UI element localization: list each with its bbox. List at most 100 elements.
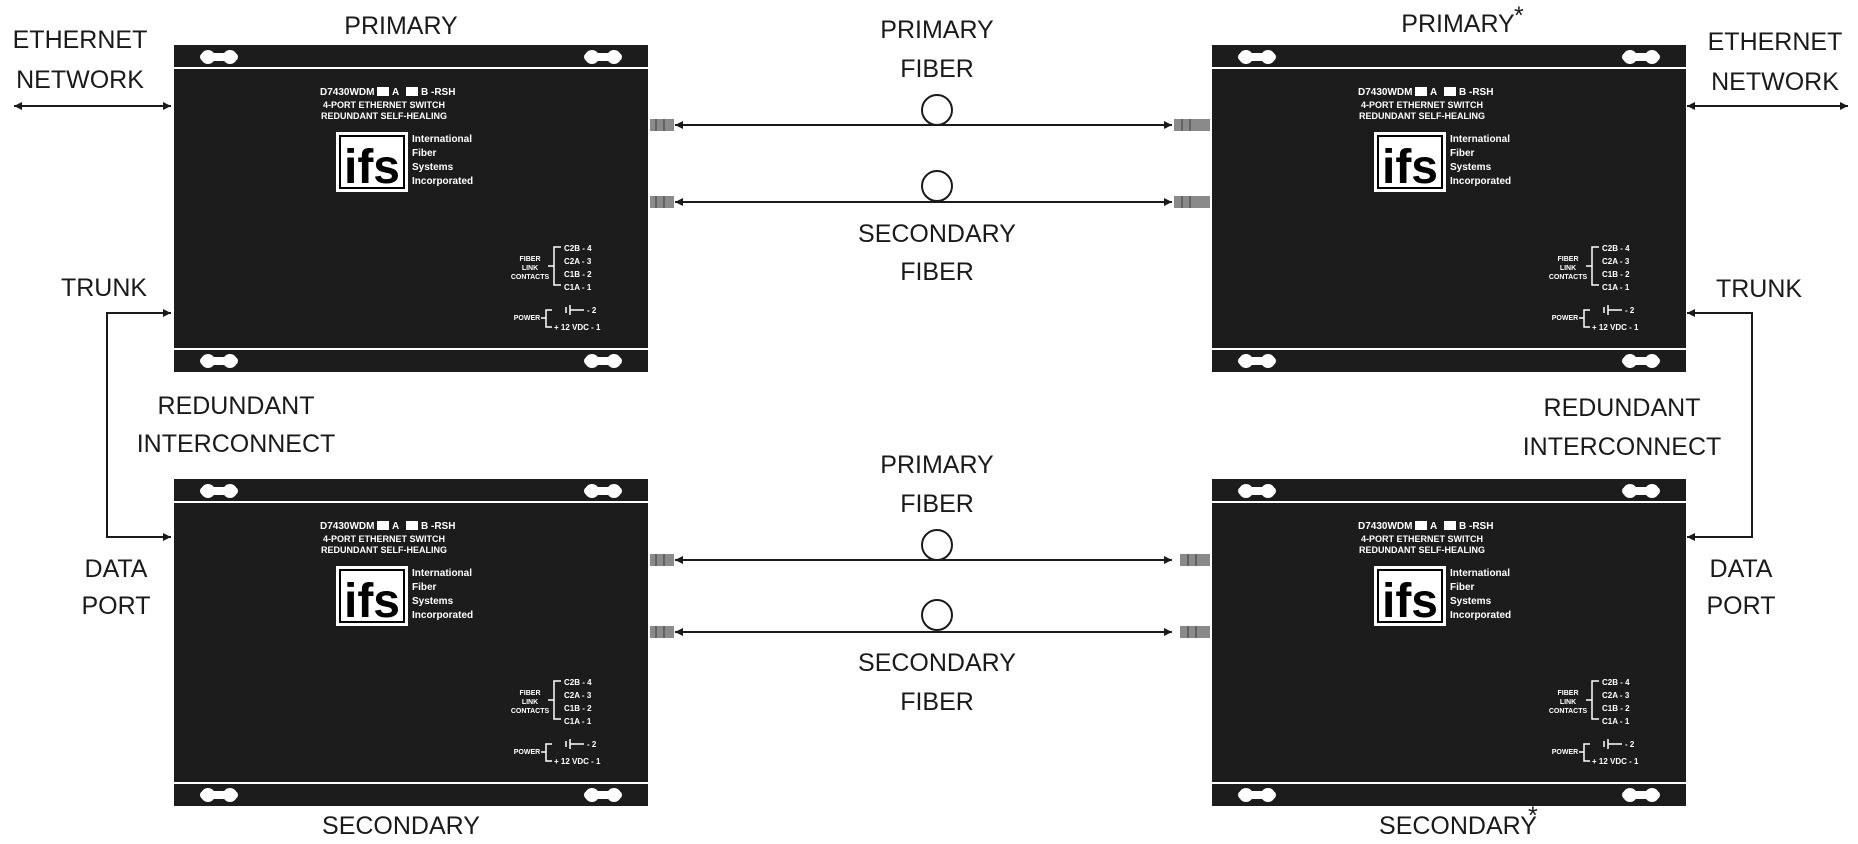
bottom-secondary-fiber-coil [921,599,953,631]
right-interconnect-label: INTERCONNECT [1523,433,1722,461]
contact-label: C1B - 2 [564,704,592,713]
top-left-title: PRIMARY [344,12,458,40]
top-primary-fiber-label: PRIMARY [880,16,994,44]
right-redundant-label: REDUNDANT [1544,394,1701,422]
variant-b-label: B -RSH [1459,521,1493,532]
company-name-line: International [1450,568,1510,579]
company-name-line: International [412,568,472,579]
mounting-hole [1645,484,1659,498]
device-description: 4-PORT ETHERNET SWITCH [323,534,445,544]
device-subtitle: REDUNDANT SELF-HEALING [1359,545,1485,555]
left-interconnect-label: INTERCONNECT [137,430,336,458]
power-label: POWER [514,749,540,756]
top-primary-fiber-coil [921,94,953,126]
fiber-link-label: FIBER [1558,690,1579,697]
company-name-line: Systems [412,596,454,607]
ifs-logo-text: ifs [344,575,400,628]
company-name-line: Systems [412,162,454,173]
right-data-label: DATA [1710,555,1773,583]
fiber-link-label: FIBER [1558,256,1579,263]
device-subtitle: REDUNDANT SELF-HEALING [321,545,447,555]
fiber-link-label: CONTACTS [511,708,550,715]
variant-b-box [1444,87,1456,96]
left-network-label: NETWORK [16,66,144,94]
bottom-right-title: SECONDARY [1379,812,1537,840]
company-name-line: International [412,134,472,145]
mounting-hole [607,50,621,64]
top-right-asterisk: * [1514,2,1524,30]
company-name-line: Incorporated [412,610,473,621]
mounting-hole [201,50,215,64]
fiber-link-label: FIBER [520,690,541,697]
contact-label: C2B - 4 [1602,678,1630,687]
connector-bottom-right-primary [1180,554,1210,566]
fiber-link-label: LINK [522,699,538,706]
connector-bottom-left-primary [650,554,674,566]
top-primary-fiber-label-2: FIBER [900,55,974,83]
mounting-hole [1239,50,1253,64]
connector-top-right-secondary [1174,196,1210,208]
top-secondary-fiber-label: SECONDARY [858,220,1016,248]
contacts-bracket [1586,246,1599,286]
connector-bottom-left-secondary [650,626,674,638]
connector-top-left-primary [650,119,674,131]
mounting-hole [201,788,215,802]
device-description: 4-PORT ETHERNET SWITCH [323,100,445,110]
ifs-logo-frame [336,132,408,192]
device-body [1212,479,1686,806]
mounting-hole [201,354,215,368]
ground-symbol-icon [1603,305,1622,315]
contact-label: C1B - 2 [564,270,592,279]
variant-a-label: A [392,87,399,98]
mounting-hole [201,484,215,498]
variant-a-box [377,87,389,96]
mounting-hole [1261,50,1275,64]
connector-top-right-primary [1174,119,1210,131]
device-subtitle: REDUNDANT SELF-HEALING [321,111,447,121]
company-name-line: Fiber [412,582,437,593]
contact-label: C2A - 3 [564,691,592,700]
left-data-label: DATA [85,555,148,583]
right-network-label: NETWORK [1711,68,1839,96]
mounting-hole [1261,484,1275,498]
mounting-hole [585,484,599,498]
power-ground-label: - 2 [1625,306,1635,315]
company-name-line: Systems [1450,596,1492,607]
fiber-link-label: FIBER [520,256,541,263]
contacts-bracket [1586,680,1599,720]
variant-a-box [1415,87,1427,96]
variant-b-label: B -RSH [421,521,455,532]
ifs-logo-frame [1374,132,1446,192]
ifs-logo-frame [336,566,408,626]
device-description: 4-PORT ETHERNET SWITCH [1361,100,1483,110]
fiber-link-label: LINK [522,265,538,272]
variant-a-label: A [392,521,399,532]
contact-label: C2A - 3 [1602,691,1630,700]
left-port-label: PORT [82,592,151,620]
mounting-hole [1239,484,1253,498]
variant-b-box [406,87,418,96]
mounting-hole [1239,354,1253,368]
device-body [1212,45,1686,372]
power-label: POWER [514,315,540,322]
contact-label: C2A - 3 [1602,257,1630,266]
power-bracket [1579,309,1590,328]
left-redundant-interconnect [106,309,171,541]
contact-label: C1B - 2 [1602,704,1630,713]
power-bracket [1579,743,1590,762]
device-body [174,479,648,806]
variant-b-box [406,521,418,530]
mounting-hole [1261,354,1275,368]
mounting-hole [607,788,621,802]
variant-b-box [1444,521,1456,530]
mounting-hole [223,354,237,368]
mounting-hole [1239,788,1253,802]
model-code: D7430WDM [1358,521,1412,532]
variant-b-label: B -RSH [1459,87,1493,98]
ground-symbol-icon [565,305,584,315]
top-right-title: PRIMARY [1401,10,1515,38]
right-redundant-interconnect [1687,309,1753,541]
mounting-hole [223,50,237,64]
model-code: D7430WDM [320,521,374,532]
